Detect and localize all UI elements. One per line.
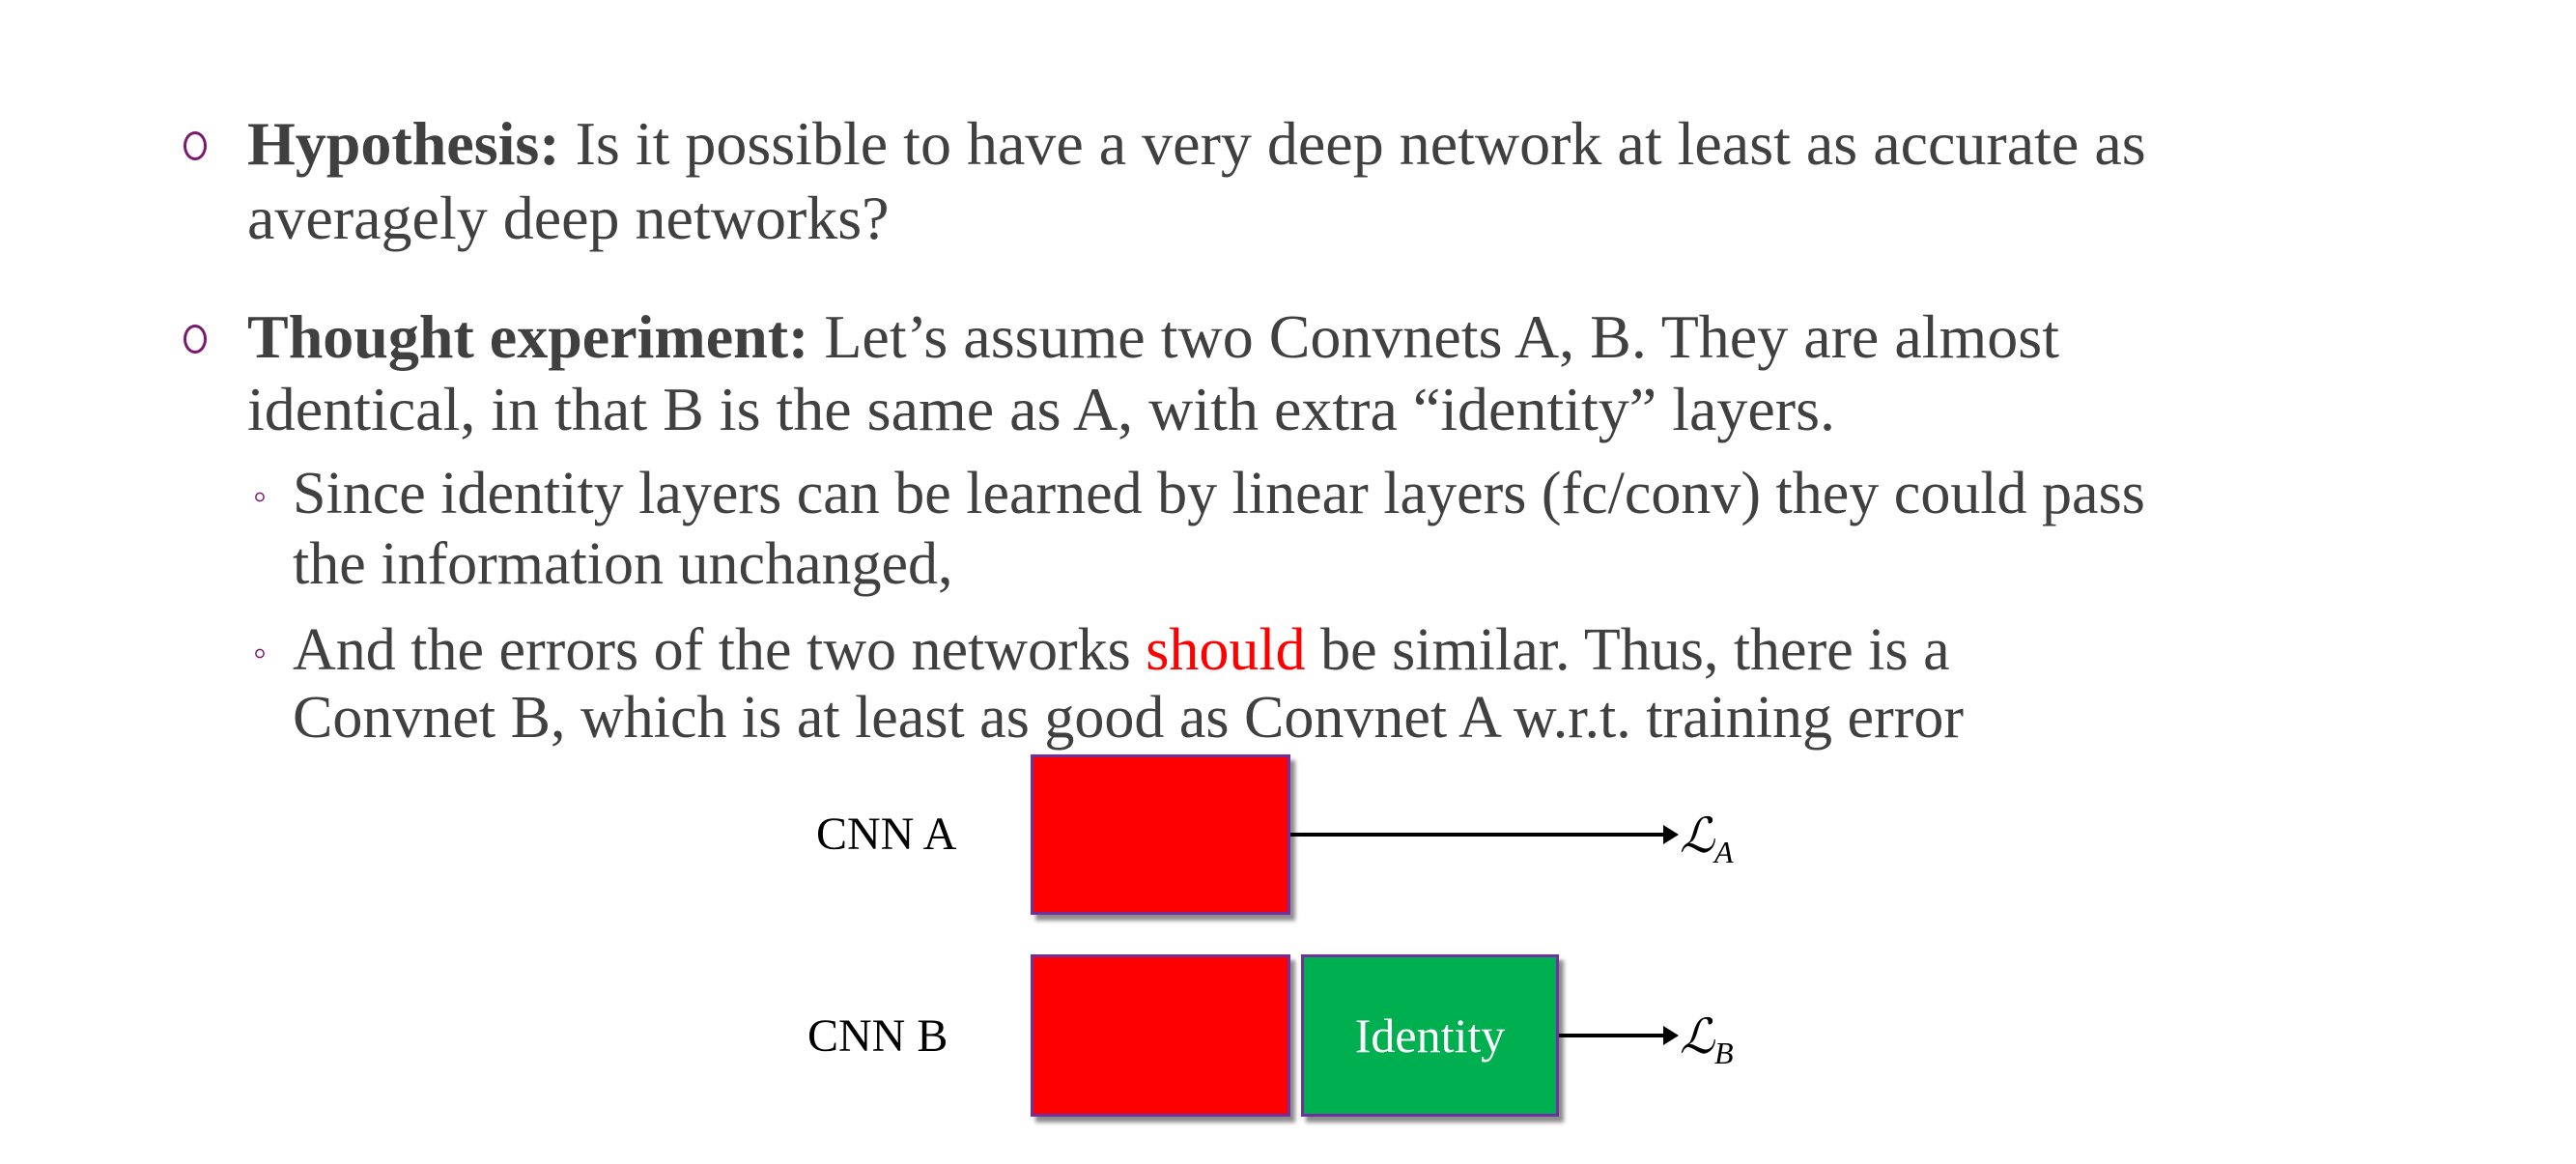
arrow-b-icon — [1559, 1026, 1679, 1045]
sub-bullet-2-line-1: And the errors of the two networks shoul… — [293, 620, 1950, 680]
loss-a: ℒA — [1680, 808, 1734, 870]
cnn-a-block — [1031, 754, 1290, 915]
hypothesis-title: Hypothesis: — [247, 109, 560, 178]
loss-b-subscript: B — [1714, 1036, 1734, 1070]
loss-symbol: ℒ — [1680, 1009, 1715, 1064]
sub-bullet-icon: ◦ — [253, 474, 268, 518]
sub-bullet-2-text: And the errors of the two networks — [293, 617, 1146, 683]
emphasis-should: should — [1146, 617, 1306, 683]
cnn-b-block — [1031, 954, 1290, 1117]
hypothesis-line-2: averagely deep networks? — [247, 184, 890, 252]
sub-bullet-1-line-1: Since identity layers can be learned by … — [293, 461, 2145, 526]
sub-bullet-2-line-2: Convnet B, which is at least as good as … — [293, 685, 1965, 751]
identity-block: Identity — [1301, 954, 1559, 1117]
sub-bullet-icon: ◦ — [253, 631, 268, 674]
bullet-circle-icon — [184, 131, 207, 160]
bullet-circle-icon — [184, 325, 207, 354]
loss-b: ℒB — [1680, 1008, 1734, 1071]
cnn-b-label: CNN B — [807, 1010, 948, 1062]
cnn-a-label: CNN A — [816, 809, 957, 860]
hypothesis-text: Is it possible to have a very deep netwo… — [559, 109, 2146, 178]
thought-experiment-line-2: identical, in that B is the same as A, w… — [247, 375, 1835, 443]
arrow-a-icon — [1290, 825, 1679, 844]
identity-label: Identity — [1354, 1008, 1506, 1063]
sub-bullet-2-text-end: be similar. Thus, there is a — [1305, 617, 1950, 683]
loss-a-subscript: A — [1714, 835, 1734, 869]
loss-symbol: ℒ — [1680, 809, 1715, 863]
thought-experiment-line-1: Thought experiment: Let’s assume two Con… — [247, 306, 2059, 368]
hypothesis-line-1: Hypothesis: Is it possible to have a ver… — [247, 113, 2146, 175]
thought-experiment-text: Let’s assume two Convnets A, B. They are… — [808, 302, 2059, 371]
sub-bullet-1-line-2: the information unchanged, — [293, 531, 953, 597]
thought-experiment-title: Thought experiment: — [247, 302, 809, 371]
